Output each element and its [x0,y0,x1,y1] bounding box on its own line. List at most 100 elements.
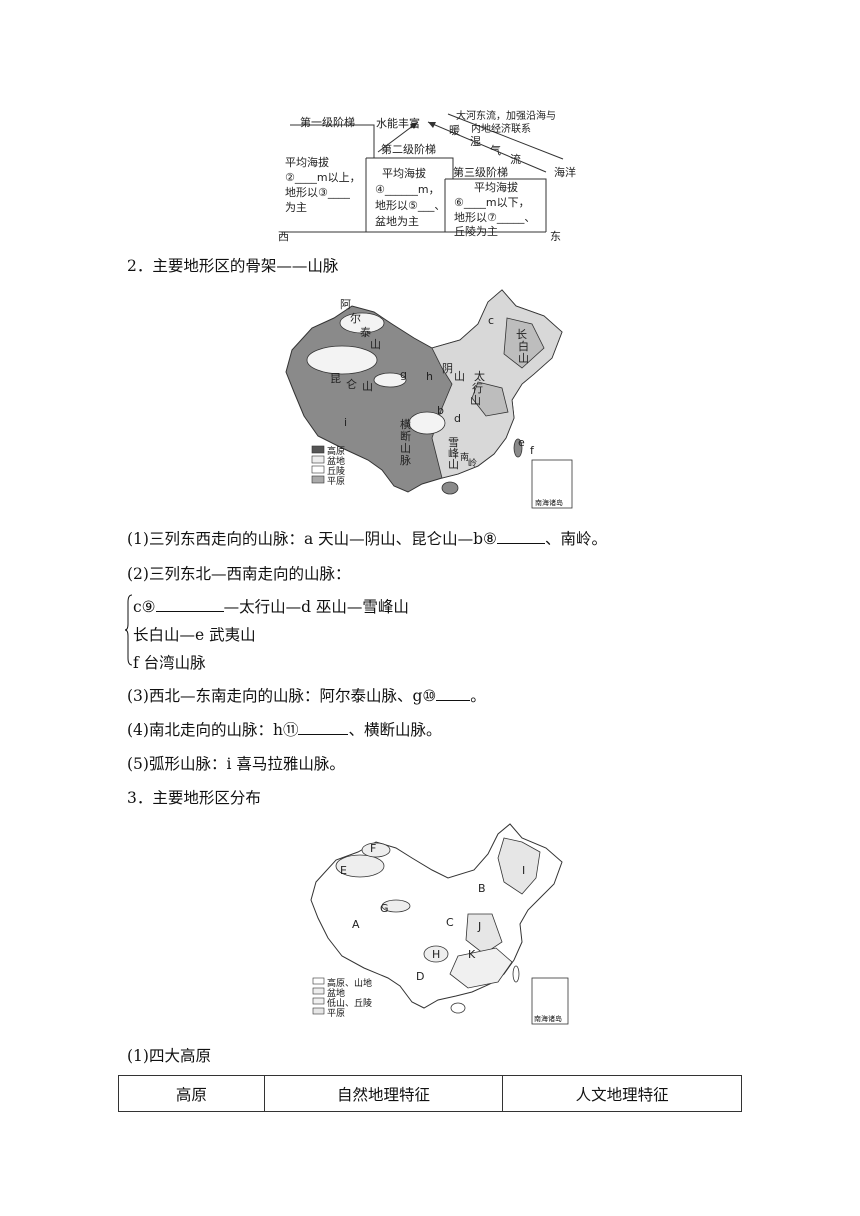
map1-label: 岭 [468,459,478,469]
map1-label: 横 [400,418,411,431]
step3-desc-2: ⑥____m以下， [454,196,530,209]
airflow-char-1: 暖 [449,124,460,137]
map1-label: 山 [370,338,381,351]
east-label: 东 [550,230,561,243]
q1-line: (1)三列东西走向的山脉：a 天山—阴山、昆仑山—b⑧ 、南岭。 [127,527,607,549]
q4-suffix: 、横断山脉。 [348,721,442,739]
map1-label: 尔 [350,312,361,325]
terrain-steps-diagram: 第一级阶梯 水能丰富 大河东流，加强沿海与 内地经济联系 暖 湿 气 流 海洋 … [278,104,583,243]
section3-title: 3．主要地形区分布 [127,789,261,807]
step1-desc-4: 为主 [285,201,307,214]
table-header-plateau: 高原 [118,1075,265,1112]
step1-label: 第一级阶梯 [300,116,355,129]
q2-line: (2)三列东北—西南走向的山脉： [127,565,351,583]
legend-plain: 平原 [327,477,346,487]
map2-letter: E [340,864,347,877]
step3-desc-4: 丘陵为主 [454,225,498,238]
landform-map: 高原、山地 盆地 低山、丘陵 平原 南海诸岛 A B C D E F G H I… [308,822,573,1027]
airflow-char-2: 湿 [470,135,481,148]
map1-label: 山 [518,352,529,365]
q2a-line: c⑨ —太行山—d 巫山—雪峰山 [133,595,409,617]
map1-label: 昆 [330,372,341,385]
map1-label: 行 [472,382,483,395]
map2-letter: A [352,918,360,931]
map2-letter: D [416,970,425,983]
map1-label: 山 [448,458,459,471]
table-header-human: 人文地理特征 [502,1075,742,1112]
q4-prefix: (4)南北走向的山脉：h⑪ [127,721,299,739]
map1-label: 雪 [448,436,459,449]
river-note-2: 内地经济联系 [471,124,531,135]
subsection-four-plateaus: (1)四大高原 [127,1047,211,1065]
map2-letter: B [478,882,486,895]
map1-label: i [344,416,348,429]
map1-label: b [437,404,444,417]
step2-label: 第二级阶梯 [381,143,436,156]
answer-blank-11[interactable] [298,720,349,735]
map1-label: g [400,368,407,381]
step2-desc-4: 盆地为主 [375,215,419,228]
section2-title: 2．主要地形区的骨架——山脉 [127,257,339,275]
step3-desc-1: 平均海拔 [474,181,518,194]
west-label: 西 [278,230,289,243]
step2-desc-3: 地形以⑤___、 [375,199,446,212]
map2-letter: C [446,916,454,929]
map1-label: e [518,436,525,449]
ocean-label: 海洋 [554,166,576,179]
mountain-map-graphic [285,289,573,509]
q3-suffix: 。 [470,687,486,705]
river-note-1: 大河东流，加强沿海与 [456,111,556,122]
map1-label: 南 [460,453,470,463]
answer-blank-9[interactable] [155,597,224,612]
legend-low-hills: 低山、丘陵 [327,999,373,1009]
q4-line: (4)南北走向的山脉：h⑪ 、横断山脉。 [127,718,441,740]
step1-desc-3: 地形以③____ [285,186,350,199]
table-header-natural: 自然地理特征 [263,1075,504,1112]
map2-letter: H [432,948,441,961]
legend-hills: 丘陵 [327,467,346,477]
map1-label: f [530,444,534,457]
airflow-char-4: 流 [510,153,521,166]
q2a-suffix: —太行山—d 巫山—雪峰山 [223,598,409,616]
airflow-char-3: 气 [490,144,501,157]
q1-suffix: 、南岭。 [544,530,607,548]
q3-line: (3)西北—东南走向的山脉：阿尔泰山脉、g⑩ 。 [127,684,486,706]
map1-label: 山 [362,380,373,393]
legend-basin: 盆地 [327,989,346,999]
map1-label: 白 [518,340,529,353]
legend-plateau-mountain: 高原、山地 [327,979,373,989]
q2b-line: 长白山—e 武夷山 [133,626,256,644]
q2a-prefix: c⑨ [133,598,156,616]
legend-plain: 平原 [327,1009,346,1019]
landform-map-graphic [310,823,569,1025]
q5-line: (5)弧形山脉：i 喜马拉雅山脉。 [127,755,345,773]
map2-letter: J [478,920,482,933]
table-header-row: 高原 自然地理特征 人文地理特征 [118,1075,742,1112]
map1-label: 泰 [360,326,371,339]
water-energy-label: 水能丰富 [376,117,420,130]
map1-inset-caption: 南海诸岛 [535,499,563,507]
answer-blank-8[interactable] [496,529,545,544]
map1-label: c [488,314,495,327]
map1-label: 阴 [442,362,453,375]
map2-letter: F [370,842,377,855]
map1-label: h [426,370,433,383]
answer-blank-10[interactable] [436,686,471,701]
map2-letter: G [380,902,389,915]
legend-plateau: 高原 [327,447,346,457]
map2-inset-caption: 南海诸岛 [534,1015,562,1023]
map1-label: 山 [470,394,481,407]
terrain-steps-lines [281,113,564,233]
q1-prefix: (1)三列东西走向的山脉：a 天山—阴山、昆仑山—b⑧ [127,530,497,548]
map2-letter: K [468,948,476,961]
map1-label: 脉 [400,454,411,467]
q3-prefix: (3)西北—东南走向的山脉：阿尔泰山脉、g⑩ [127,687,437,705]
step2-desc-2: ④______m， [375,183,440,196]
mountain-map: 高原 盆地 丘陵 平原 南海诸岛 阿 尔 泰 山 昆 仑 山 阴 山 太 行 山… [282,288,577,513]
step1-desc-1: 平均海拔 [285,156,329,169]
map1-label: 长 [516,328,527,341]
map2-letter: I [522,864,526,877]
q2c-line: f 台湾山脉 [133,654,206,672]
plateau-table: 高原 自然地理特征 人文地理特征 [118,1075,742,1112]
map1-label: 山 [454,370,465,383]
